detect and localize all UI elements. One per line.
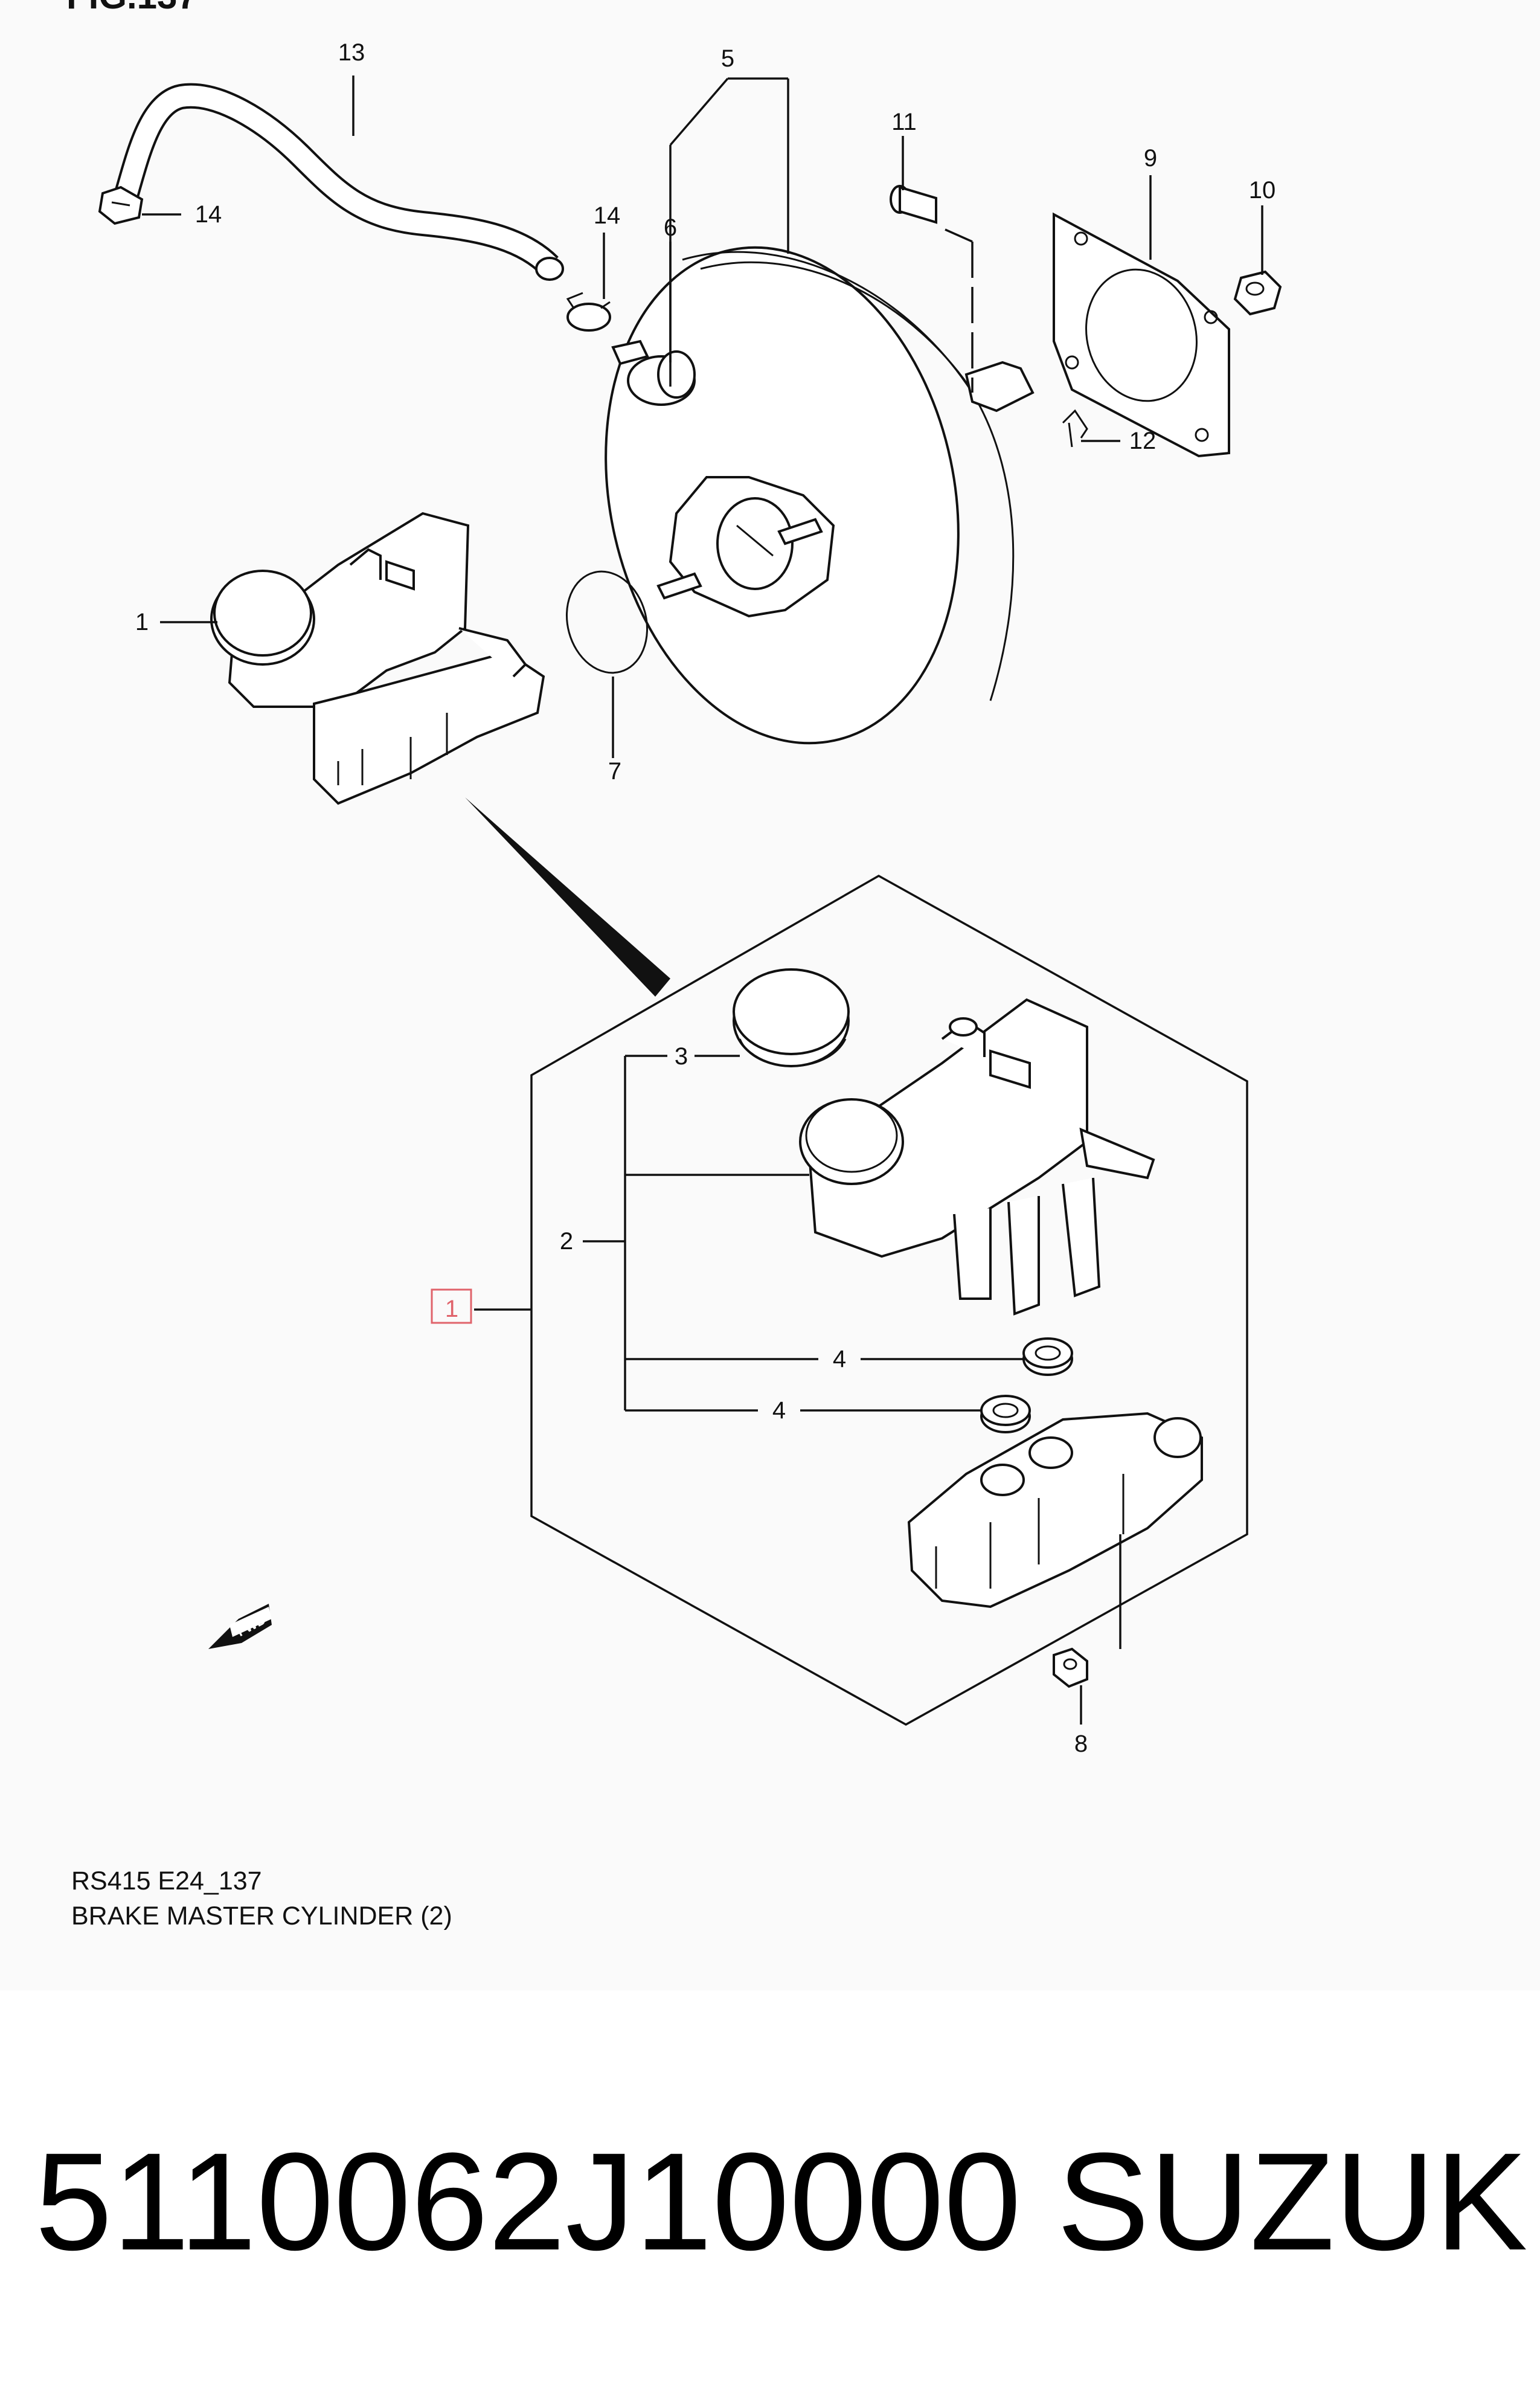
cylinder-nut [1053, 1647, 1088, 1688]
callout-2: 2 [560, 1228, 573, 1255]
callout-4-lower: 4 [772, 1397, 786, 1424]
callout-11: 11 [891, 109, 917, 135]
callout-6: 6 [664, 214, 677, 241]
callout-8: 8 [1074, 1731, 1088, 1757]
callout-10: 10 [1249, 177, 1276, 204]
callout-1-top: 1 [135, 609, 149, 635]
booster-nut [1233, 270, 1282, 316]
retaining-clip [1062, 409, 1088, 448]
diagram-code: RS415 E24_137 [71, 1866, 262, 1895]
grommet-upper [1022, 1337, 1073, 1376]
callout-7: 7 [608, 758, 621, 785]
reservoir-cap [733, 968, 850, 1067]
brand-name: SUZUKI [1057, 2124, 1540, 2279]
highlight-box [431, 1288, 472, 1324]
diagram-title: BRAKE MASTER CYLINDER (2) [71, 1902, 452, 1931]
forward-arrow-icon: FWD [208, 1604, 272, 1649]
o-ring [565, 570, 649, 674]
grommet-lower [980, 1395, 1031, 1433]
callout-1-detail: 1 [445, 1296, 458, 1322]
leader-lines [142, 76, 1263, 1725]
check-valve [611, 339, 696, 406]
hose-clamp-right [566, 292, 611, 332]
detail-pointer [465, 797, 670, 997]
part-number: 5110062J10000 [35, 2124, 1021, 2279]
callout-9: 9 [1144, 145, 1157, 172]
booster-gasket [1053, 212, 1230, 458]
master-cylinder-body [907, 1412, 1203, 1609]
reservoir-tank [799, 998, 1155, 1316]
clevis-pin [890, 185, 937, 224]
hose-clamp-left [98, 185, 144, 225]
callout-14-left: 14 [195, 201, 222, 228]
callout-5: 5 [721, 45, 734, 72]
figure-title: FIG.137 [66, 0, 197, 16]
callout-14-right: 14 [594, 202, 621, 229]
callout-13: 13 [338, 39, 365, 66]
callout-3: 3 [675, 1043, 688, 1070]
master-cylinder-assembly [210, 512, 545, 805]
parts-diagram: FIG.137 [66, 0, 1282, 1757]
callout-12: 12 [1129, 428, 1157, 454]
detail-hexagon [530, 874, 1248, 1726]
vacuum-hose [114, 83, 564, 281]
brake-booster [605, 246, 1035, 745]
callout-4-upper: 4 [833, 1346, 846, 1372]
